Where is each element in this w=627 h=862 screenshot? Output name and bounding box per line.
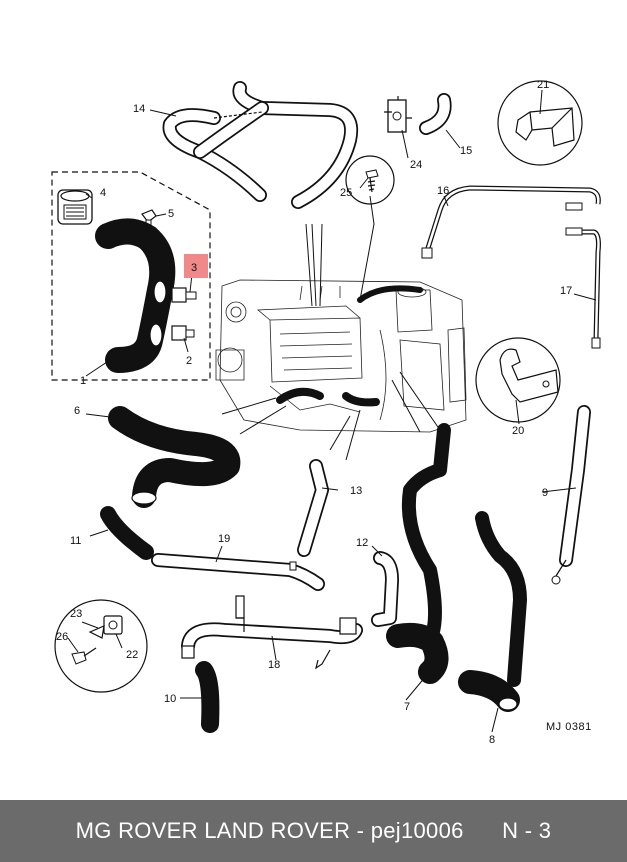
part-17-pipe bbox=[565, 227, 601, 349]
callout-16: 16 bbox=[437, 185, 449, 197]
part-6-heater-hose bbox=[108, 406, 241, 508]
diagram-reference: MJ 0381 bbox=[546, 721, 592, 733]
callout-8: 8 bbox=[489, 734, 495, 746]
detail-circle-22 bbox=[54, 599, 148, 693]
part-14-top-hose bbox=[162, 81, 358, 209]
callout-1: 1 bbox=[80, 375, 86, 387]
part-16-pipe bbox=[421, 185, 601, 259]
part-18-pipe-assembly bbox=[181, 595, 363, 670]
callout-11: 11 bbox=[70, 535, 81, 547]
callout-25: 25 bbox=[340, 187, 352, 199]
part-19-pipe bbox=[151, 553, 325, 591]
highlight-box-3 bbox=[184, 254, 208, 278]
callout-7: 7 bbox=[404, 701, 410, 713]
callout-10: 10 bbox=[164, 693, 176, 705]
callout-22: 22 bbox=[126, 649, 138, 661]
callout-19: 19 bbox=[218, 533, 230, 545]
callout-26: 26 bbox=[56, 631, 68, 643]
group-outline-dashed bbox=[51, 171, 211, 381]
part-4-thermostat-housing bbox=[57, 189, 93, 225]
callout-20: 20 bbox=[512, 425, 524, 437]
part-7-hose bbox=[386, 423, 451, 684]
footer-bar: MG ROVER LAND ROVER - pej10006 N - 3 bbox=[0, 800, 627, 862]
callout-15: 15 bbox=[460, 145, 472, 157]
callout-21: 21 bbox=[537, 79, 549, 91]
part-10-hose bbox=[195, 661, 220, 733]
callout-23: 23 bbox=[70, 608, 82, 620]
callout-3: 3 bbox=[191, 262, 197, 274]
callout-numbers: 1 2 3 4 5 6 7 8 9 10 11 12 13 14 15 16 1… bbox=[56, 79, 572, 746]
callout-12: 12 bbox=[356, 537, 368, 549]
part-23-bolt bbox=[88, 625, 105, 639]
part-25-screw bbox=[365, 169, 379, 193]
footer-spacer bbox=[464, 818, 502, 844]
part-3-temperature-sensor bbox=[171, 287, 197, 303]
part-1-bottom-hose bbox=[95, 218, 176, 373]
callout-13: 13 bbox=[350, 485, 362, 497]
engine-assembly bbox=[215, 279, 467, 433]
part-20-clip bbox=[499, 348, 559, 403]
callout-6: 6 bbox=[74, 405, 80, 417]
part-26-screw bbox=[71, 647, 97, 665]
part-9-hose bbox=[551, 405, 591, 585]
part-13-hose bbox=[297, 459, 329, 557]
part-24-valve-bracket bbox=[384, 96, 412, 133]
footer-brand-text: MG ROVER LAND ROVER - pej10006 bbox=[75, 818, 464, 843]
part-15-small-hose bbox=[419, 93, 452, 135]
part-21-mounting-bracket bbox=[515, 107, 575, 147]
part-2-sensor bbox=[171, 325, 195, 341]
callout-4: 4 bbox=[100, 187, 106, 199]
callout-5: 5 bbox=[168, 208, 174, 220]
callout-leaders bbox=[67, 89, 597, 733]
part-11-hose bbox=[100, 506, 154, 560]
part-22-clamp bbox=[103, 615, 123, 635]
part-8-hose bbox=[458, 511, 527, 712]
leader-lines-engine bbox=[221, 195, 441, 461]
callout-24: 24 bbox=[410, 159, 422, 171]
callout-17: 17 bbox=[560, 285, 572, 297]
footer-page-number: N - 3 bbox=[502, 818, 552, 843]
callout-14: 14 bbox=[133, 103, 145, 115]
parts-diagram: 1 2 3 4 5 6 7 8 9 10 11 12 13 14 15 16 1… bbox=[51, 79, 601, 746]
callout-18: 18 bbox=[268, 659, 280, 671]
callout-9: 9 bbox=[542, 487, 548, 499]
part-12-hose bbox=[371, 551, 399, 627]
callout-2: 2 bbox=[186, 355, 192, 367]
